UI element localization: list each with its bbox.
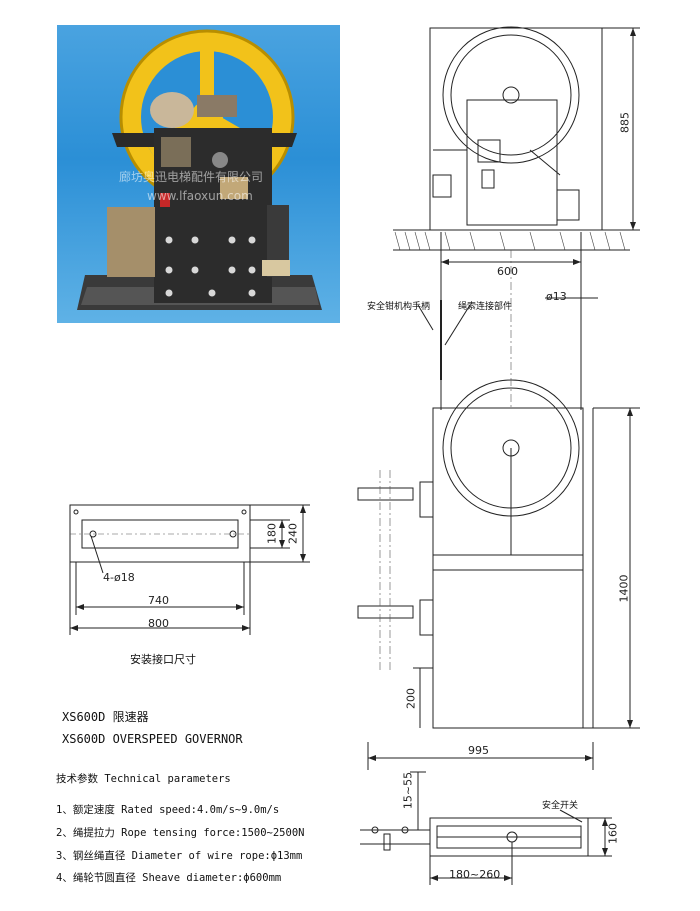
dim-160: 160 (606, 823, 620, 844)
dim-180: 180 (265, 523, 279, 544)
dim-740: 740 (148, 594, 169, 607)
watermark-company: 廊坊奥迅电梯配件有限公司 (119, 170, 264, 184)
param-item: 3、钢丝绳直径 Diameter of wire rope:ϕ13mm (56, 850, 303, 862)
mount-caption: 安装接口尺寸 (130, 653, 196, 666)
mounting-interface-drawing (69, 504, 310, 635)
top-view-drawing (360, 771, 612, 885)
dim-rope-13: ø13 (546, 290, 567, 303)
label-safety-switch: 安全开关 (542, 801, 579, 811)
dim-240: 240 (286, 523, 300, 544)
title-en: XS600D OVERSPEED GOVERNOR (62, 732, 243, 746)
front-elevation-drawing (357, 26, 640, 770)
param-item: 1、额定速度 Rated speed:4.0m/s~9.0m/s (56, 804, 280, 816)
dim-holes: 4-ø18 (103, 571, 135, 584)
dim-180-260: 180~260 (449, 868, 501, 881)
product-photo: 廊坊奥迅电梯配件有限公司 www.lfaoxun.com (57, 25, 340, 323)
dim-15-55: 15~55 (401, 771, 415, 810)
title-cn: XS600D 限速器 (62, 710, 149, 724)
dim-600: 600 (497, 265, 518, 278)
dim-800: 800 (148, 617, 169, 630)
label-safety-handle: 安全钳机构手柄 (367, 302, 431, 312)
dim-1400: 1400 (617, 574, 631, 603)
param-item: 2、绳提拉力 Rope tensing force:1500~2500N (56, 827, 305, 839)
param-item: 4、绳轮节圆直径 Sheave diameter:ϕ600mm (56, 872, 282, 884)
params-heading: 技术参数 Technical parameters (56, 773, 231, 785)
dim-885: 885 (618, 112, 632, 133)
dim-995: 995 (468, 744, 489, 757)
label-rope-connector: 绳索连接部件 (458, 302, 513, 312)
watermark-url: www.lfaoxun.com (147, 189, 253, 203)
dim-200: 200 (404, 688, 418, 709)
governor-photo-illustration (77, 29, 322, 310)
